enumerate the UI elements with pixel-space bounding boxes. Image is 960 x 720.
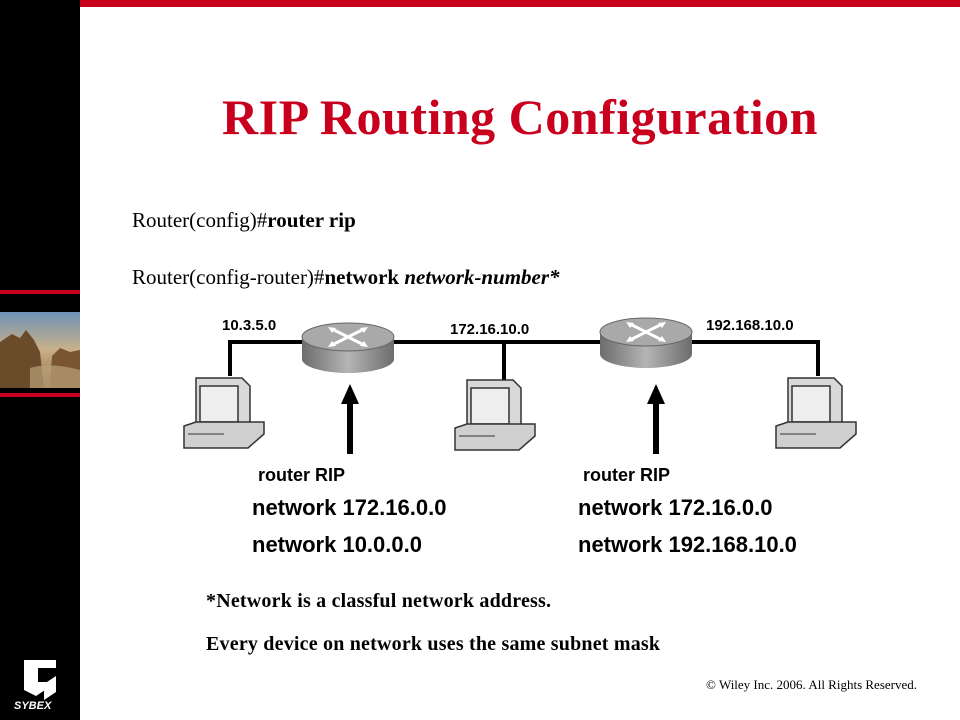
command-line-2: Router(config-router)#network network-nu… — [132, 265, 560, 290]
sybex-logo — [24, 660, 56, 700]
page-title: RIP Routing Configuration — [222, 89, 818, 145]
network-label-middle: 172.16.10.0 — [450, 321, 530, 338]
command-line-1: Router(config)#router rip — [132, 208, 356, 233]
copyright: © Wiley Inc. 2006. All Rights Reserved. — [706, 677, 917, 692]
top-accent-bar — [80, 0, 960, 7]
arrow-up-icon — [647, 384, 665, 454]
command-prefix: Router(config)# — [132, 208, 268, 232]
sidebar-accent-line — [0, 290, 80, 294]
logo-text: SYBEX — [14, 700, 52, 712]
arrow-up-icon — [341, 384, 359, 454]
router-icon — [599, 317, 693, 368]
router-config-line: network 10.0.0.0 — [252, 532, 422, 557]
router-config-label: router RIP — [583, 465, 671, 485]
router-config-label: router RIP — [258, 465, 346, 485]
sidebar-accent-line — [0, 393, 80, 397]
network-cables — [228, 340, 820, 382]
network-label-right: 192.168.10.0 — [706, 317, 794, 334]
computer-icon — [183, 377, 265, 449]
router-config-line: network 172.16.0.0 — [252, 495, 447, 520]
landscape-thumbnail — [0, 312, 80, 388]
command-keyword: network — [324, 265, 400, 289]
network-label-left: 10.3.5.0 — [222, 317, 277, 334]
router-icon — [301, 322, 395, 373]
footnote: Every device on network uses the same su… — [206, 633, 661, 655]
computer-icon — [775, 377, 857, 449]
command-argument: network-number* — [399, 265, 560, 289]
footnote: *Network is a classful network address. — [206, 590, 552, 612]
command-prefix: Router(config-router)# — [132, 265, 325, 289]
router-config-line: network 172.16.0.0 — [578, 495, 773, 520]
command-keyword: router rip — [267, 208, 356, 232]
computer-icon — [454, 379, 536, 451]
router-config-line: network 192.168.10.0 — [578, 532, 797, 557]
